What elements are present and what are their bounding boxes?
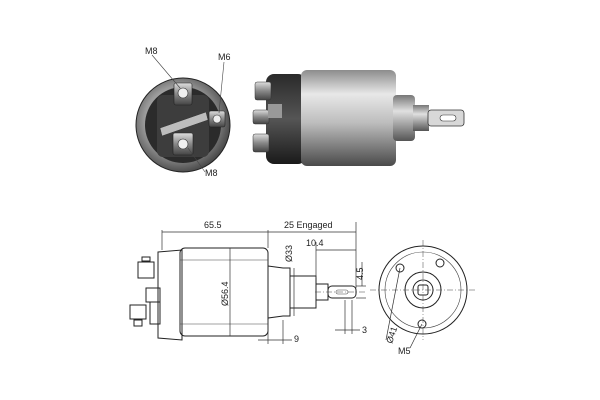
callout-m6: M6 xyxy=(218,52,231,62)
terminal-stud-bottom xyxy=(172,132,194,156)
dim-mount-thread: M5 xyxy=(398,346,411,356)
callout-m8-bottom: M8 xyxy=(205,168,218,178)
callout-m8-top: M8 xyxy=(145,46,158,56)
photo-terminal-face: M8 M6 M8 xyxy=(135,46,231,178)
dim-bolt-circle: Ø41 xyxy=(384,325,399,344)
drawing-end-view: Ø41 M5 xyxy=(370,240,476,356)
dim-slot-width: 4.5 xyxy=(355,267,365,280)
dim-engaged-stroke: 25 Engaged xyxy=(284,220,333,230)
dim-body-length: 65.5 xyxy=(204,220,222,230)
dim-nose-diameter: Ø33 xyxy=(284,245,294,262)
dim-shoulder: 9 xyxy=(294,334,299,344)
terminal-stud-top xyxy=(173,82,193,106)
dim-plunger-length: 10.4 xyxy=(306,238,324,248)
dim-eye-offset: 3 xyxy=(362,325,367,335)
photo-solenoid-side xyxy=(252,70,465,166)
terminal-stud-right xyxy=(208,110,226,128)
dim-body-diameter: Ø56.4 xyxy=(220,281,230,306)
drawing-side-view: 65.5 25 Engaged 10.4 Ø56.4 Ø33 4.5 9 3 xyxy=(129,220,367,344)
